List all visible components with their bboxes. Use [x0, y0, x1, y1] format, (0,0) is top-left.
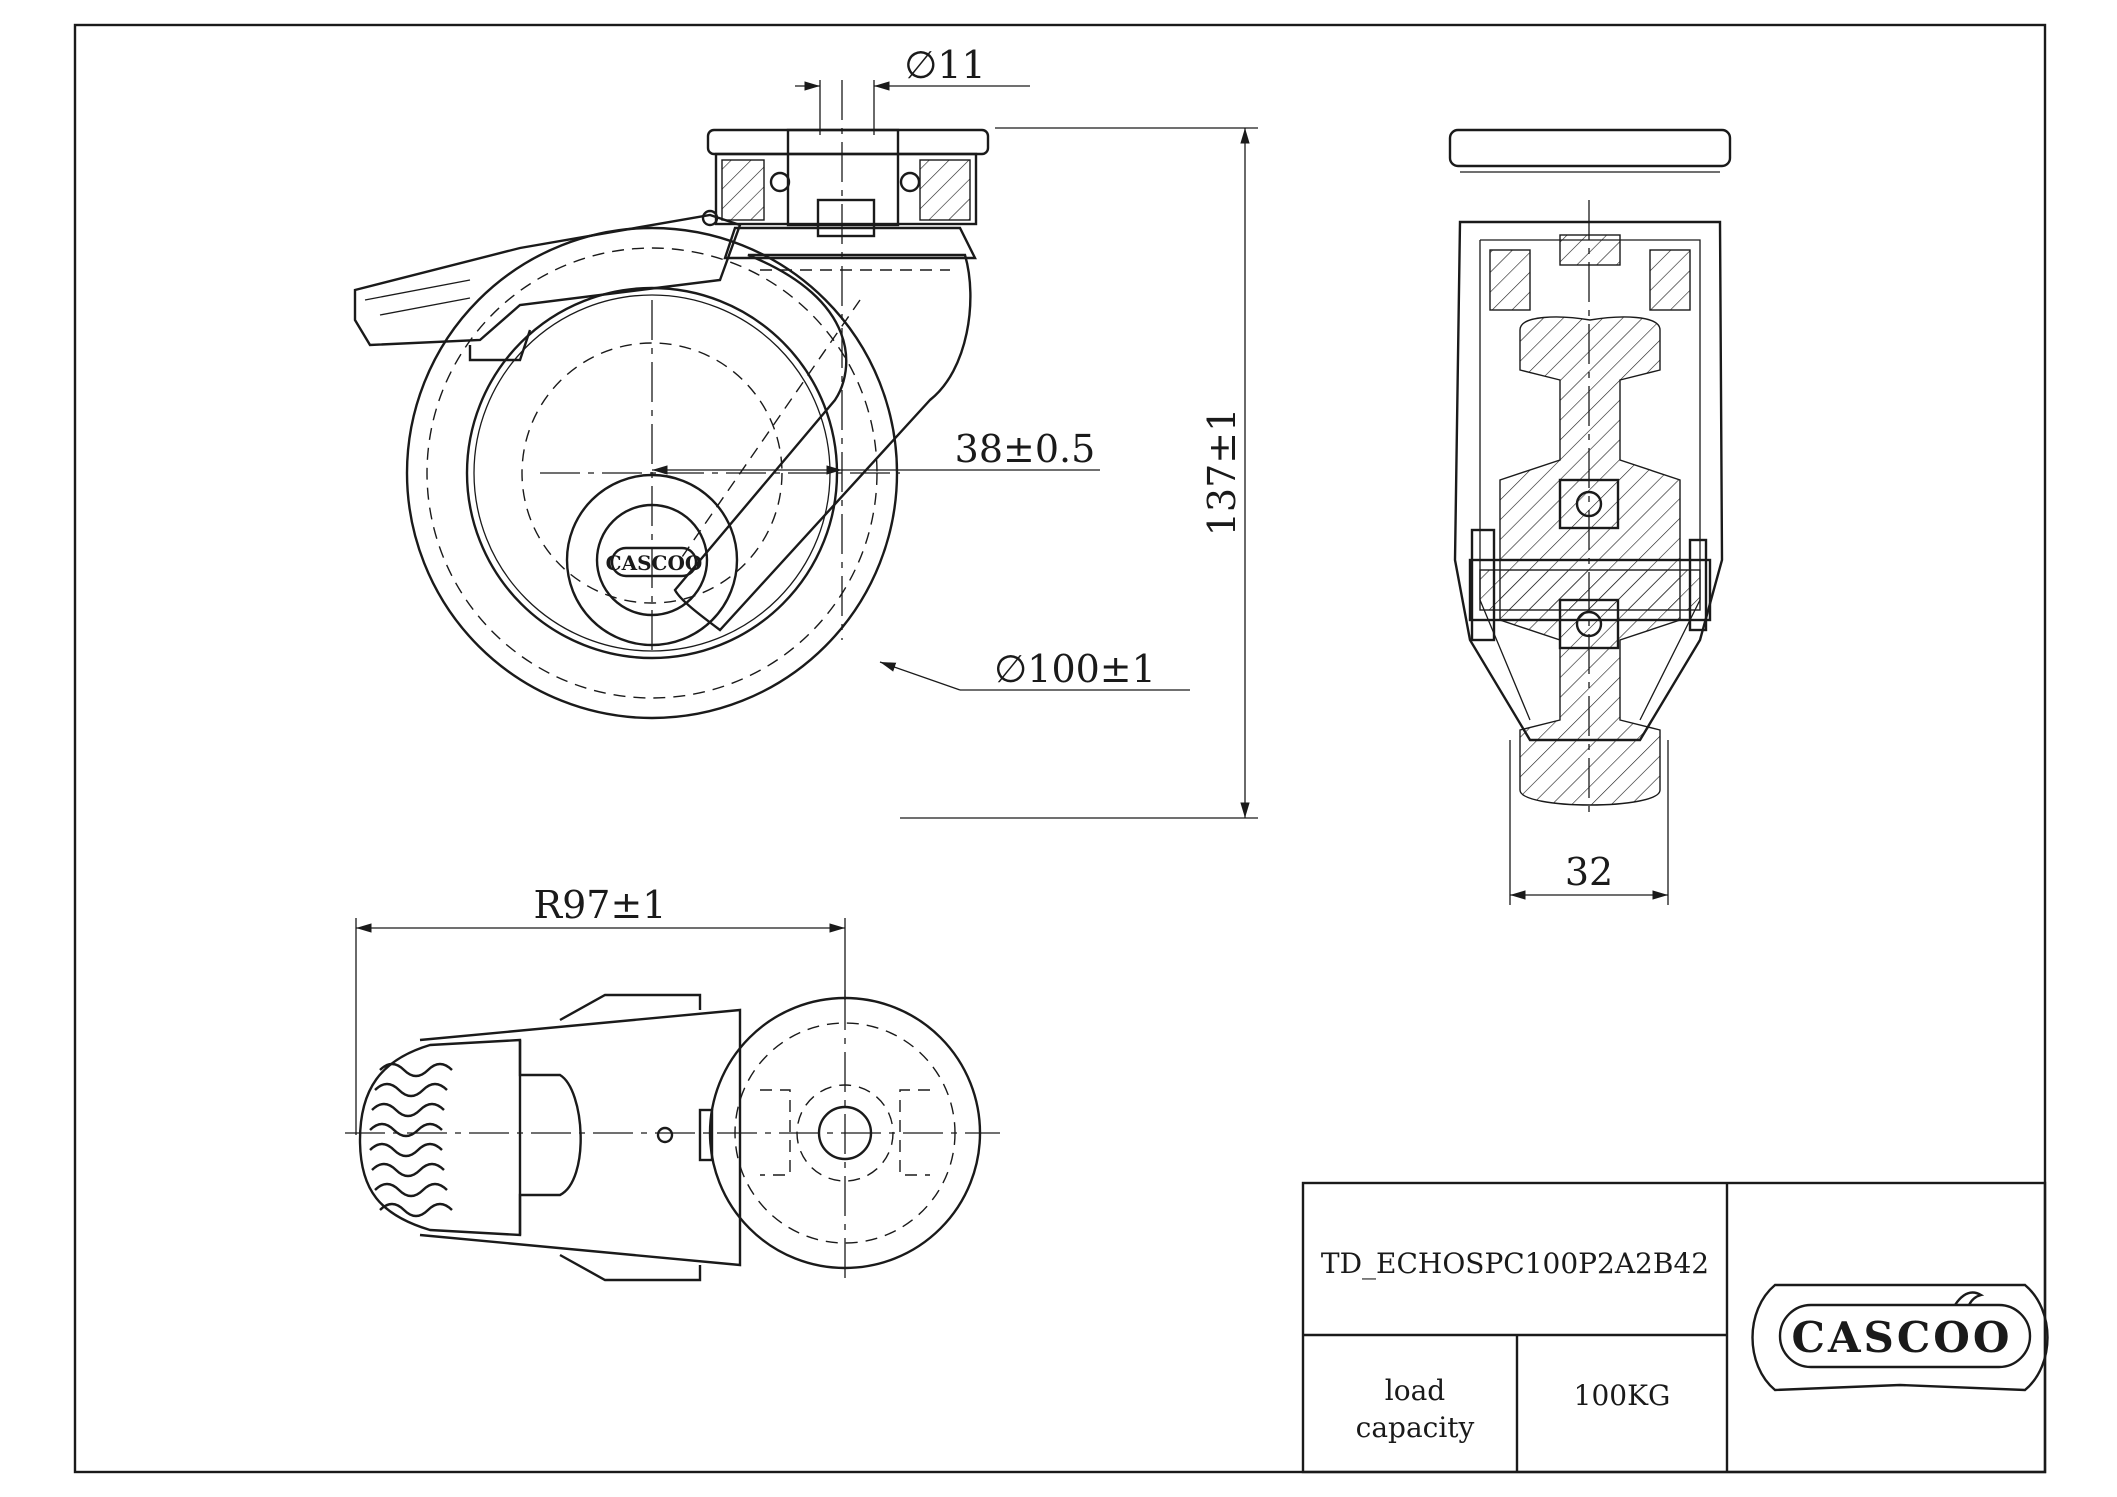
- logo-text: CASCOO: [1792, 1313, 2013, 1362]
- part-code: TD_ECHOSPC100P2A2B42: [1321, 1247, 1709, 1280]
- brand-logo: CASCOO: [1751, 1283, 2049, 1392]
- bird-icon: [1954, 1291, 1985, 1306]
- front-view: 32: [1448, 128, 1732, 905]
- top-plate: [706, 128, 990, 156]
- load-label-line2: capacity: [1356, 1411, 1475, 1444]
- drawing-border: [73, 23, 2047, 1474]
- pedal-grip-pattern: [369, 1062, 453, 1218]
- dim-wheel-diameter: ∅100±1: [994, 647, 1156, 691]
- brake-pedal: [353, 213, 742, 347]
- load-label-line1: load: [1385, 1374, 1446, 1407]
- top-pedal: [358, 1038, 522, 1237]
- top-view: R97±1: [345, 883, 1000, 1282]
- dim-wheel-width: 32: [1565, 850, 1613, 894]
- dim-offset: 38±0.5: [955, 427, 1096, 471]
- hub-logo-text: CASCOO: [606, 551, 703, 575]
- side-view: CASCOO ∅11 38±0.5: [353, 43, 1258, 819]
- wheel-outer-tread: [405, 226, 899, 720]
- fork-arm: [673, 253, 972, 632]
- load-value: 100KG: [1574, 1379, 1671, 1412]
- title-block: TD_ECHOSPC100P2A2B42 load capacity 100KG…: [1301, 1181, 2049, 1474]
- hub-logo-badge: [610, 546, 698, 578]
- front-axle: [1468, 558, 1712, 622]
- dim-bore: ∅11: [904, 43, 985, 87]
- dim-swivel-radius: R97±1: [534, 883, 667, 927]
- front-top-plate: [1448, 128, 1732, 168]
- dim-height: 137±1: [1200, 408, 1244, 537]
